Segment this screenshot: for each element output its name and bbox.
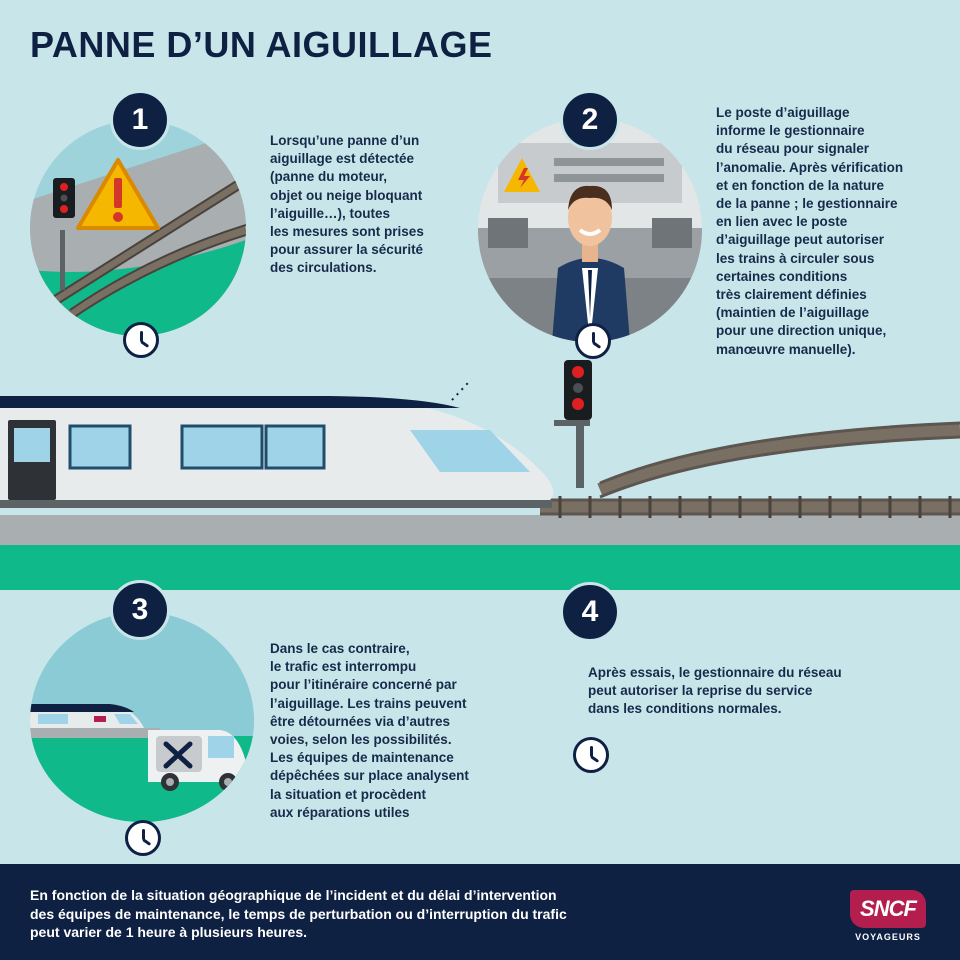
step-1-illustration [30,120,246,336]
sncf-logo: SNCF VOYAGEURS [846,890,930,948]
step-2-number: 2 [560,90,620,150]
train [0,396,554,508]
clock-icon [123,322,159,358]
lightning-icon [504,158,540,192]
step-4-number: 4 [560,582,620,642]
van [148,730,246,791]
tracks [540,421,960,518]
step-1-number: 1 [110,90,170,150]
warning-icon [76,158,160,230]
operator [552,185,630,342]
step-3-number: 3 [110,580,170,640]
sncf-logo-box: SNCF [850,890,926,928]
clock-icon [125,820,161,856]
clock-icon [573,737,609,773]
step-1-text: Lorsqu’une panne d’un aiguillage est dét… [270,133,424,276]
step-2-text: Le poste d’aiguillage informe le gestion… [716,105,904,357]
step-3-illustration [30,612,254,822]
step-4-text: Après essais, le gestionnaire du réseau … [588,665,842,717]
tools-icon [163,741,193,769]
train-small [30,704,144,728]
traffic-light-icon [554,360,592,488]
footer: En fonction de la situation géographique… [0,864,960,960]
footer-text: En fonction de la situation géographique… [30,887,567,940]
clock-icon [575,323,611,359]
sncf-logo-sub: VOYAGEURS [855,932,921,942]
sncf-logo-word: SNCF [860,896,917,921]
grey-ballast [0,515,960,545]
page-title: PANNE D’UN AIGUILLAGE [30,24,493,65]
step-3-text: Dans le cas contraire, le trafic est int… [270,641,469,820]
connector [451,380,473,401]
green-ground-curve [0,545,960,590]
train-scene [0,380,960,590]
step-2-illustration [478,118,702,342]
